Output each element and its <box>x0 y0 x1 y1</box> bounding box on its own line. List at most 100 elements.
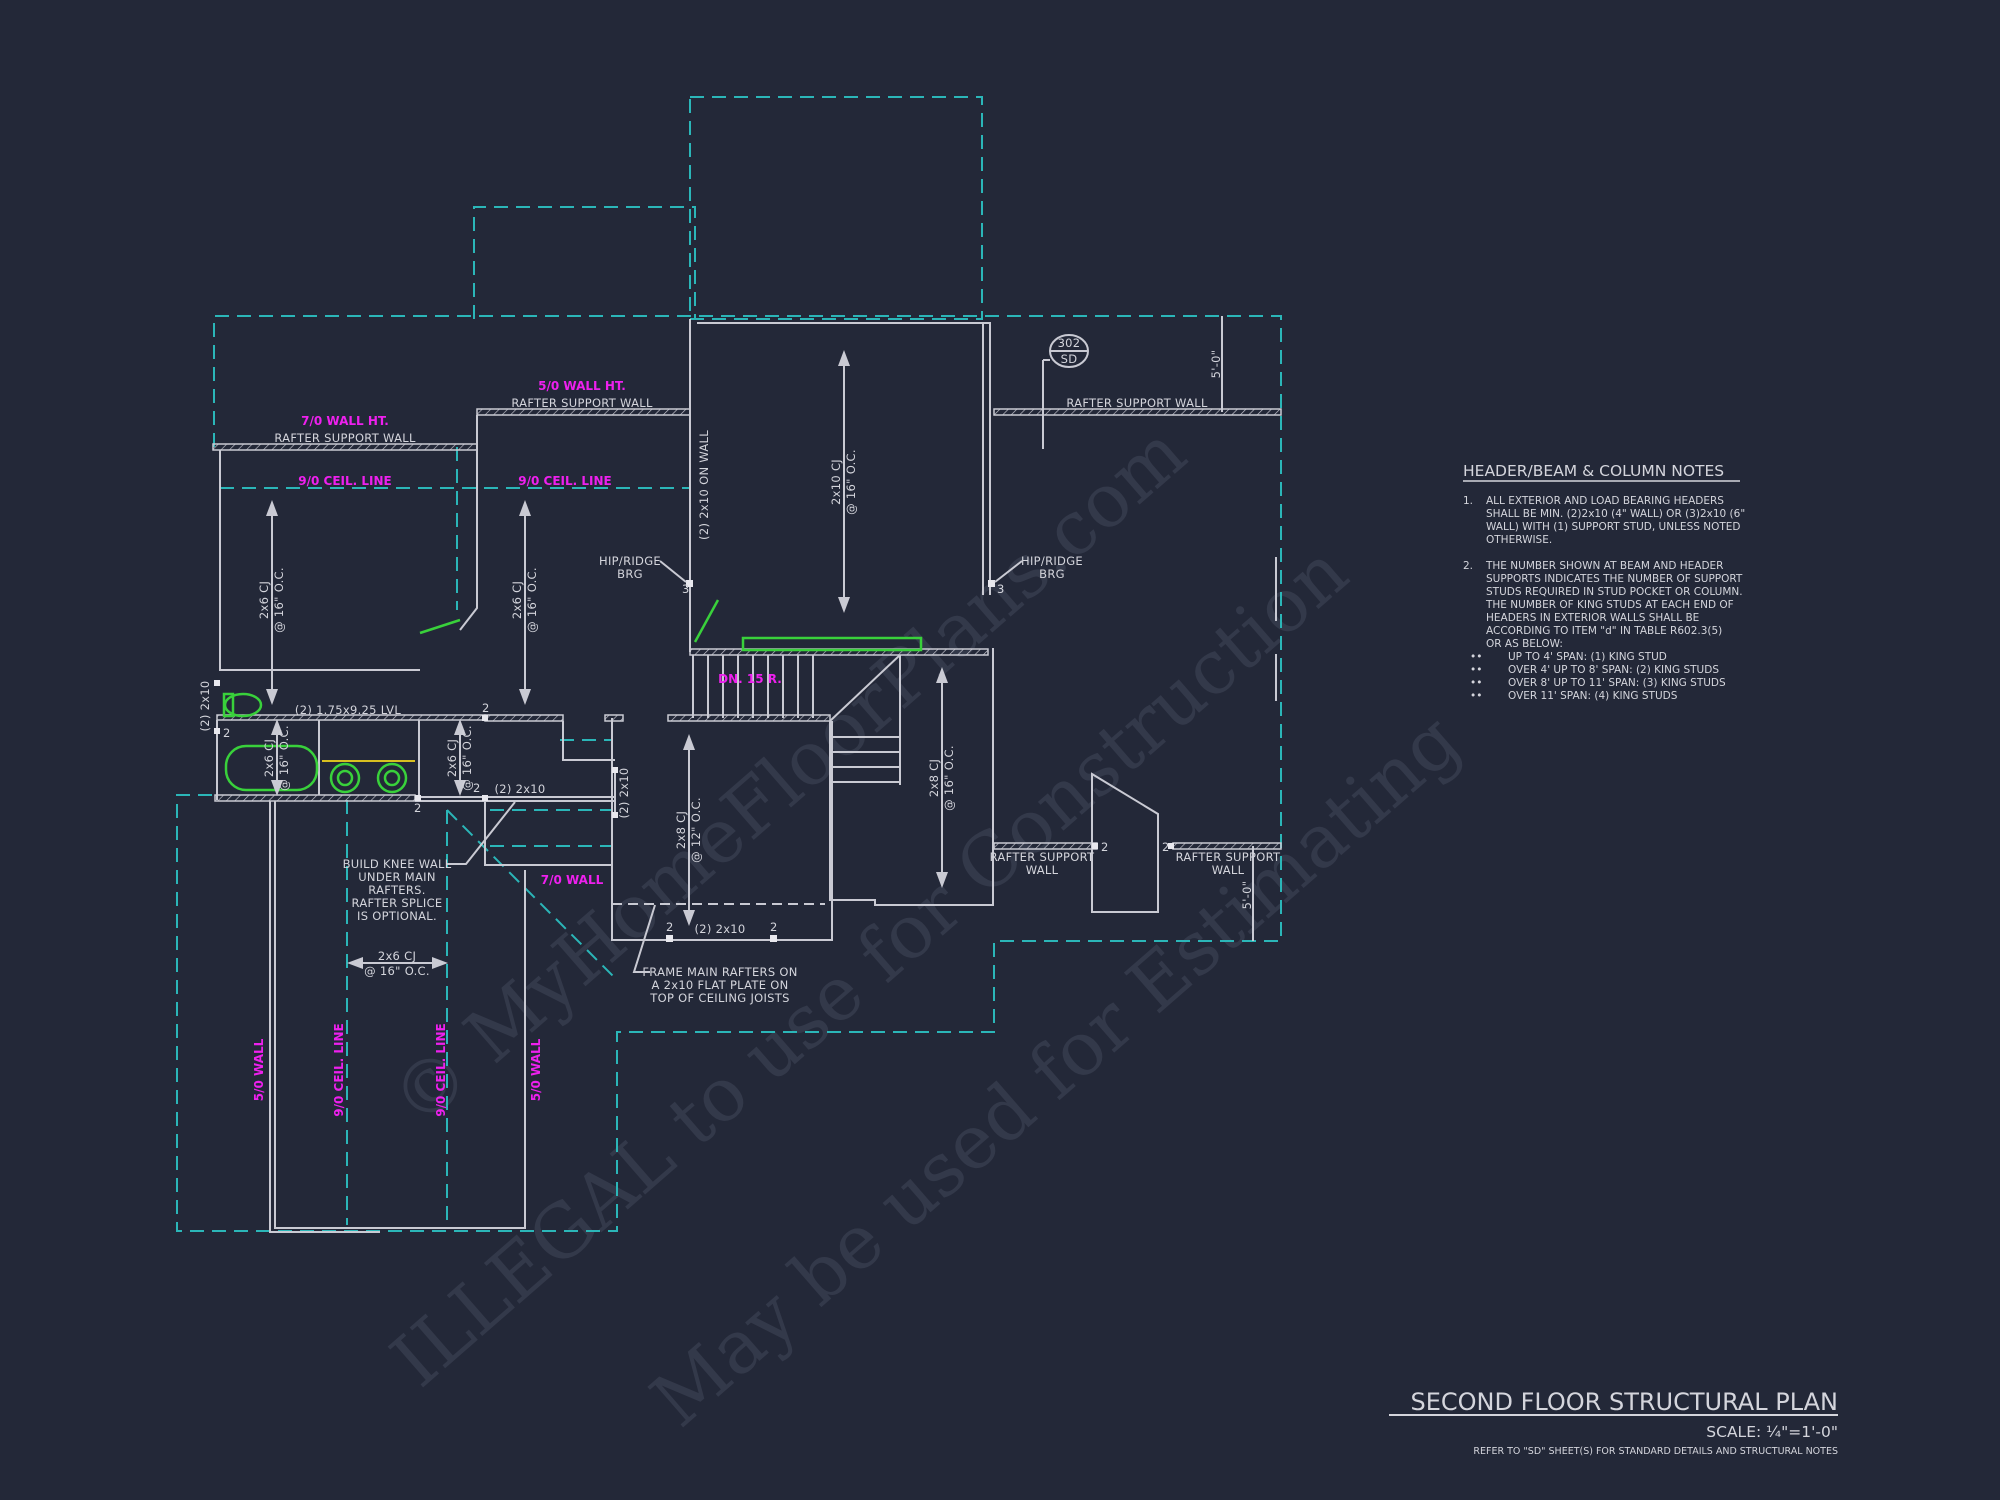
plan-label: BRG <box>617 567 643 581</box>
plan-label: 2x8 CJ <box>927 759 941 797</box>
ceiling-line-label: 9/0 CEIL. LINE <box>298 474 391 488</box>
door-swing <box>693 599 720 643</box>
plan-label: 2 <box>666 920 674 934</box>
knee-wall-note: BUILD KNEE WALL UNDER MAIN RAFTERS. RAFT… <box>343 801 516 923</box>
plan-label: RAFTER SUPPORT <box>990 850 1095 864</box>
plan-label: 2x6 CJ <box>510 581 524 619</box>
plan-label: ACCORDING TO ITEM "d" IN TABLE R602.3(5) <box>1486 625 1722 637</box>
plan-label: @ 16" O.C. <box>364 964 430 978</box>
plan-label: 2 <box>223 726 231 740</box>
plan-label: STUDS REQUIRED IN STUD POCKET OR COLUMN. <box>1486 586 1743 598</box>
plan-label: 9/0 CEIL. LINE <box>434 1023 448 1116</box>
plan-label: WALL) WITH (1) SUPPORT STUD, UNLESS NOTE… <box>1486 521 1741 533</box>
wall-height-label: 5/0 WALL HT. <box>538 379 626 393</box>
ceiling-line-label: 9/0 CEIL. LINE <box>518 474 611 488</box>
plan-label: RAFTERS. <box>368 883 425 897</box>
plan-label: WALL <box>1026 863 1059 877</box>
plan-label: UNDER MAIN <box>358 870 436 884</box>
plan-label: 302 <box>1058 336 1081 350</box>
plan-label: OR AS BELOW: <box>1486 638 1563 650</box>
plan-label: OVER 8' UP TO 11' SPAN: (3) KING STUDS <box>1508 677 1726 689</box>
drawing-title: SECOND FLOOR STRUCTURAL PLAN <box>1410 1388 1838 1416</box>
plan-label: 2. <box>1463 560 1473 572</box>
plan-label: (2) 2x10 <box>494 782 545 796</box>
plan-label: (2) 2x10 <box>198 680 212 731</box>
plan-label: @ 16" O.C. <box>844 449 858 515</box>
plan-label: •• <box>1470 664 1482 676</box>
stair-label: DN. 15 R. <box>718 672 782 686</box>
annotations: RAFTER SUPPORT WALL RAFTER SUPPORT WALL … <box>198 334 1281 1005</box>
drawing-scale: SCALE: ¼"=1'-0" <box>1706 1423 1838 1441</box>
plan-label: @ 16" O.C. <box>272 567 286 633</box>
plan-label: •• <box>1470 690 1482 702</box>
plan-label: FRAME MAIN RAFTERS ON <box>642 965 797 979</box>
plan-label: (2) 2x10 <box>617 767 631 818</box>
detail-callout: 302 SD <box>1043 334 1089 368</box>
plan-label: 5/0 WALL <box>252 1038 266 1101</box>
plan-label: •• <box>1470 651 1482 663</box>
plan-label: 9/0 CEIL. LINE <box>332 1023 346 1116</box>
plan-label: 1. <box>1463 495 1473 507</box>
plan-label: 2 <box>1101 840 1109 854</box>
plan-label: ALL EXTERIOR AND LOAD BEARING HEADERS <box>1486 495 1724 507</box>
plan-label: 2x8 CJ <box>674 811 688 849</box>
plan-label: RAFTER SUPPORT WALL <box>274 431 416 445</box>
plan-label: 3 <box>997 582 1005 596</box>
frame-rafters-note: FRAME MAIN RAFTERS ON A 2x10 FLAT PLATE … <box>632 904 797 1005</box>
height-labels: 7/0 WALL HT. 5/0 WALL HT. 9/0 CEIL. LINE… <box>252 379 782 1117</box>
plan-label: RAFTER SUPPORT WALL <box>1066 396 1208 410</box>
plan-label: (2) 1.75x9.25 LVL <box>295 703 401 717</box>
plan-label: RAFTER SUPPORT <box>1176 850 1281 864</box>
plan-label: BUILD KNEE WALL <box>343 857 452 871</box>
plan-label: SHALL BE MIN. (2)2x10 (4" WALL) OR (3)2x… <box>1486 508 1745 520</box>
toilet <box>223 692 263 718</box>
plan-label: (2) 2x10 ON WALL <box>697 430 711 540</box>
plan-label: WALL <box>1212 863 1245 877</box>
plan-label: TOP OF CEILING JOISTS <box>649 991 789 1005</box>
plan-label: @ 16" O.C. <box>460 725 474 791</box>
plan-label: RAFTER SUPPORT WALL <box>511 396 653 410</box>
plan-label: HIP/RIDGE <box>1021 554 1083 568</box>
plan-label: 2 <box>473 781 481 795</box>
plan-label: SD <box>1061 352 1078 366</box>
joist-arrows <box>266 350 948 969</box>
watermark: © MyHomeFloorPlans.com ILLEGAL to use fo… <box>375 409 1476 1443</box>
dimension: 5'-0" <box>1209 350 1223 379</box>
plan-label: 2x6 CJ <box>262 739 276 777</box>
stair-treads <box>707 654 901 785</box>
plan-label: IS OPTIONAL. <box>357 909 437 923</box>
sink <box>376 762 408 794</box>
plan-label: 5/0 WALL <box>529 1038 543 1101</box>
plan-label: 2x6 CJ <box>257 581 271 619</box>
support-posts <box>214 580 1174 942</box>
plan-label: @ 16" O.C. <box>525 567 539 633</box>
walls <box>212 316 1282 1233</box>
roof-outline <box>176 96 1282 1232</box>
notes-heading: HEADER/BEAM & COLUMN NOTES <box>1463 462 1724 480</box>
title-block: SECOND FLOOR STRUCTURAL PLAN SCALE: ¼"=1… <box>1389 1388 1838 1457</box>
plan-label: UP TO 4' SPAN: (1) KING STUD <box>1508 651 1667 663</box>
plan-label: 2 <box>482 701 490 715</box>
wall-height-label: 7/0 WALL HT. <box>301 414 389 428</box>
stair-opening-rail <box>741 636 923 652</box>
plan-label: HEADERS IN EXTERIOR WALLS SHALL BE <box>1486 612 1699 624</box>
sink <box>329 762 361 794</box>
plan-label: 2 <box>1162 840 1170 854</box>
plan-label: 2 <box>414 801 422 815</box>
plan-label: OTHERWISE. <box>1486 534 1552 546</box>
door-swing <box>419 618 461 635</box>
plan-label: 3 <box>682 582 690 596</box>
plan-label: A 2x10 FLAT PLATE ON <box>651 978 788 992</box>
plan-label: THE NUMBER OF KING STUDS AT EACH END OF <box>1485 599 1734 611</box>
plan-label: THE NUMBER SHOWN AT BEAM AND HEADER <box>1485 560 1723 572</box>
plan-label: @ 16" O.C. <box>277 725 291 791</box>
plan-label: (2) 2x10 <box>694 922 745 936</box>
plan-label: @ 16" O.C. <box>942 745 956 811</box>
wall-label: 7/0 WALL <box>541 873 604 887</box>
plan-label: •• <box>1470 677 1482 689</box>
plan-label: HIP/RIDGE <box>599 554 661 568</box>
plan-label: 2 <box>770 920 778 934</box>
plan-label: 2x10 CJ <box>829 459 843 505</box>
plan-label: SUPPORTS INDICATES THE NUMBER OF SUPPORT <box>1486 573 1743 585</box>
